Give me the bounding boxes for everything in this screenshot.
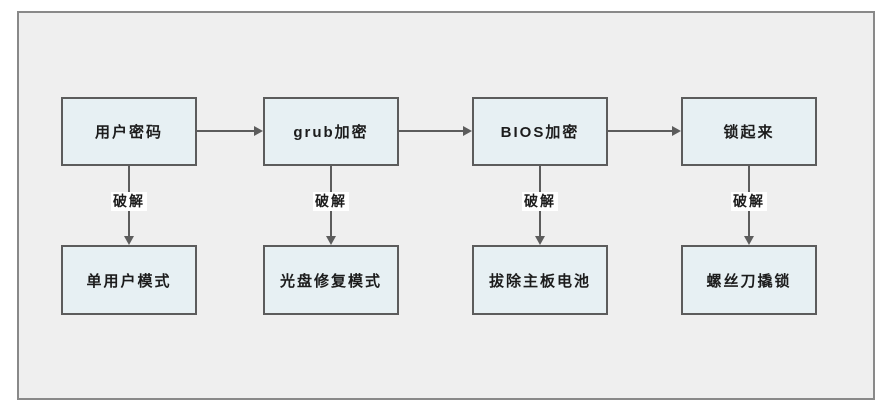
- node-bios-encryption: BIOS加密: [472, 97, 608, 166]
- node-label: 单用户模式: [86, 272, 172, 290]
- edge-label-crack: 破解: [313, 192, 349, 211]
- node-lock-up: 锁起来: [681, 97, 817, 166]
- node-screwdriver-pry-lock: 螺丝刀撬锁: [681, 245, 817, 315]
- node-label: 光盘修复模式: [279, 272, 382, 290]
- arrow-right-icon: [197, 126, 263, 136]
- node-label: grub加密: [293, 124, 369, 141]
- node-label: BIOS加密: [500, 124, 580, 141]
- edge-label-crack: 破解: [111, 192, 147, 211]
- node-user-password: 用户密码: [61, 97, 197, 166]
- node-label: 拔除主板电池: [488, 272, 591, 290]
- arrow-right-icon: [399, 126, 472, 136]
- node-label: 用户密码: [94, 124, 163, 141]
- node-remove-cmos-battery: 拔除主板电池: [472, 245, 608, 315]
- edge-label-crack: 破解: [522, 192, 558, 211]
- node-label: 螺丝刀撬锁: [706, 272, 792, 290]
- node-cd-rescue-mode: 光盘修复模式: [263, 245, 399, 315]
- diagram-canvas: 用户密码 grub加密 BIOS加密 锁起来 破解 破解 破解 破解 单用户模式…: [17, 11, 875, 400]
- node-grub-encryption: grub加密: [263, 97, 399, 166]
- node-single-user-mode: 单用户模式: [61, 245, 197, 315]
- arrow-right-icon: [608, 126, 681, 136]
- node-label: 锁起来: [723, 124, 775, 141]
- edge-label-crack: 破解: [731, 192, 767, 211]
